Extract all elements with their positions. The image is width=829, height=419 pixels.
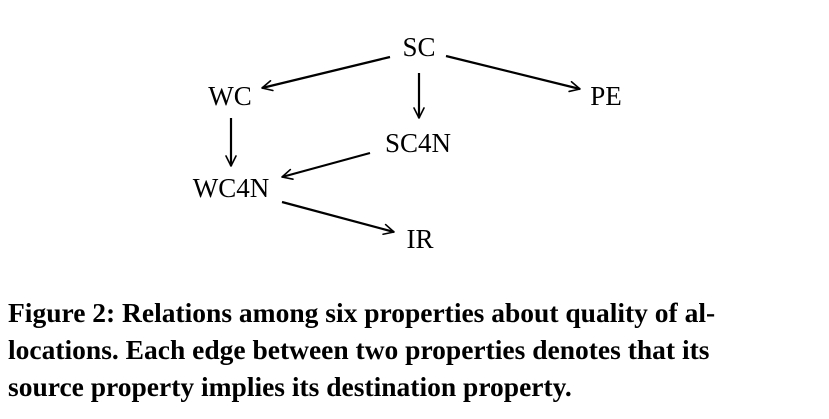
node-sc: SC: [402, 32, 435, 62]
implication-diagram: SC WC PE SC4N WC4N IR: [193, 32, 622, 254]
node-sc4n: SC4N: [385, 128, 451, 158]
caption-line: source property implies its destination …: [8, 371, 572, 402]
edge-wc4n-to-ir: [281, 200, 395, 236]
node-wc: WC: [208, 81, 252, 111]
caption-line: locations. Each edge between two propert…: [8, 334, 710, 365]
edge-sc-to-wc: [261, 55, 391, 92]
edge-sc4n-to-wc4n: [281, 151, 371, 180]
figure-caption: Figure 2: Relations among six properties…: [8, 294, 820, 405]
node-ir: IR: [407, 224, 434, 254]
node-wc4n: WC4N: [193, 173, 270, 203]
caption-line: Figure 2: Relations among six properties…: [8, 297, 716, 328]
edge-sc-to-pe: [445, 54, 581, 93]
node-pe: PE: [590, 81, 622, 111]
